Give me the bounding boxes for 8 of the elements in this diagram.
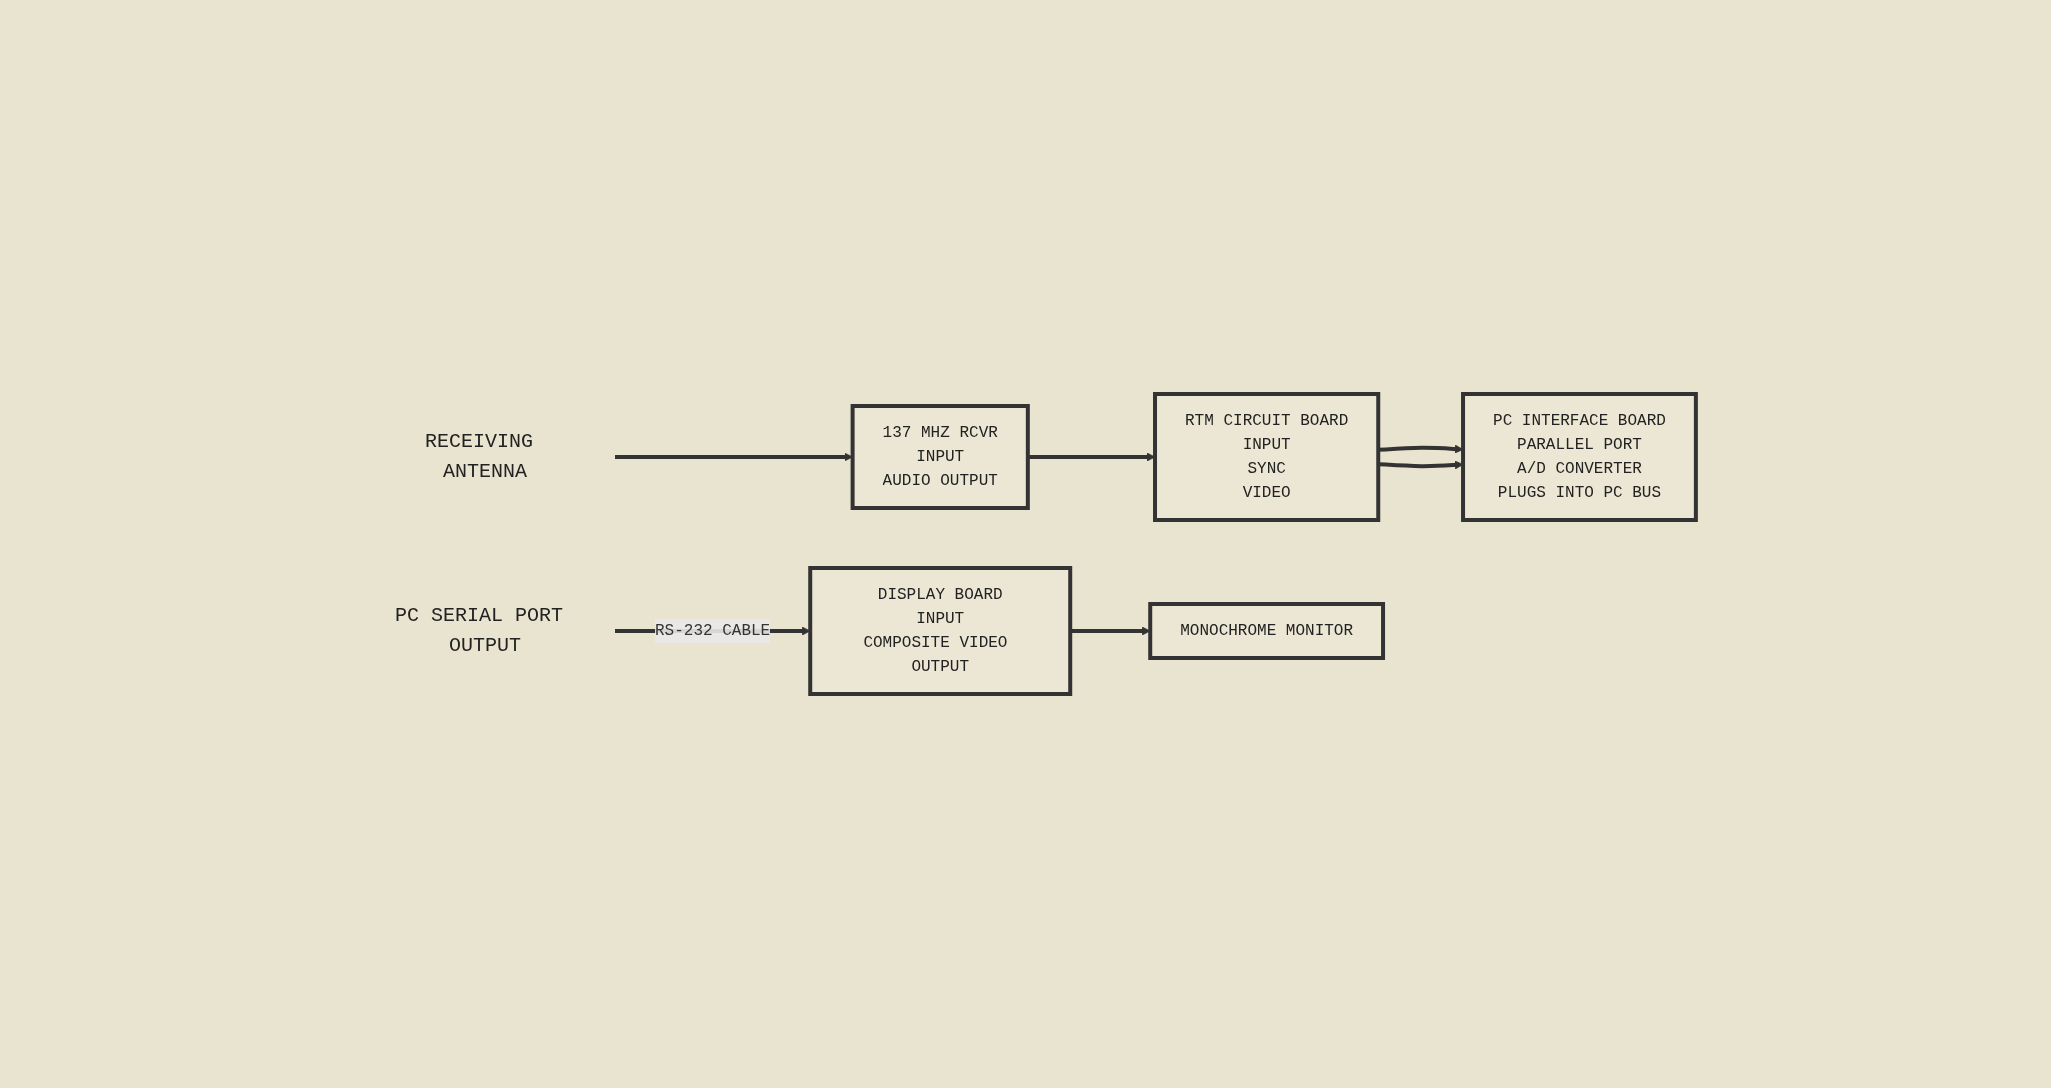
node-box: RTM CIRCUIT BOARD INPUT SYNC VIDEO: [1153, 392, 1381, 522]
node-box: PC INTERFACE BOARD PARALLEL PORT A/D CONVERTER PLUGS INTO PC BUS: [1461, 392, 1698, 522]
node-text: RECEIVING ANTENNA: [425, 430, 534, 483]
node-box: MONOCHROME MONITOR: [1148, 602, 1386, 660]
node-box: 137 MHZ RCVR INPUT AUDIO OUTPUT: [850, 404, 1030, 510]
node-text: PC SERIAL PORT OUTPUT: [395, 604, 564, 657]
edge-label: RS-232 CABLE: [655, 622, 771, 640]
node-box: DISPLAY BOARD INPUT COMPOSITE VIDEO OUTPUT: [808, 566, 1073, 696]
